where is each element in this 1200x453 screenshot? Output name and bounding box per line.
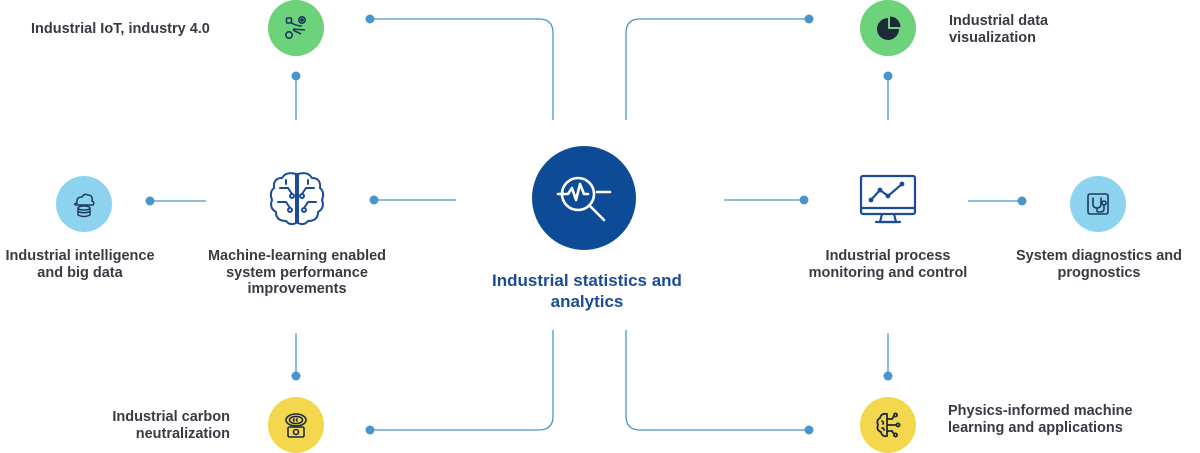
label-machine-learning: Machine-learning enabled system performa… xyxy=(207,248,387,297)
label-big-data: Industrial intelligence and big data xyxy=(5,248,155,281)
label-iot: Industrial IoT, industry 4.0 xyxy=(31,21,210,37)
carbon-coin-icon xyxy=(285,413,307,438)
connector-dot xyxy=(883,71,893,81)
node-data-visualization[interactable] xyxy=(860,0,916,56)
connector-center-iot xyxy=(370,18,554,120)
center-node[interactable] xyxy=(532,146,636,250)
label-data-visualization: Industrial data visualization xyxy=(949,13,1049,46)
connector-dot xyxy=(291,71,301,81)
node-machine-learning[interactable] xyxy=(262,164,332,234)
connector-dot xyxy=(365,14,375,24)
connector-dot xyxy=(799,195,809,205)
label-diagnostics: System diagnostics and prognostics xyxy=(1016,248,1182,281)
connector-dot xyxy=(1017,196,1027,206)
connector-dot xyxy=(804,425,814,435)
connector-dot xyxy=(145,196,155,206)
label-physics-ml: Physics-informed machine learning and ap… xyxy=(948,403,1133,436)
connector-center-carbon xyxy=(370,330,554,431)
monitor-line-chart-icon xyxy=(859,174,917,224)
connector-center-physics xyxy=(625,330,809,431)
label-carbon: Industrial carbon neutralization xyxy=(112,409,230,442)
center-title: Industrial statistics and analytics xyxy=(492,271,682,311)
stethoscope-icon xyxy=(1087,193,1109,215)
node-diagnostics[interactable] xyxy=(1070,176,1126,232)
iot-gears-icon xyxy=(285,15,306,39)
cloud-database-icon xyxy=(73,193,95,218)
connector-dot xyxy=(369,195,379,205)
physics-brain-icon xyxy=(876,412,901,438)
analytics-magnifier-icon xyxy=(556,176,612,222)
connector-dot xyxy=(365,425,375,435)
node-physics-ml[interactable] xyxy=(860,397,916,453)
connector-dot xyxy=(883,371,893,381)
node-carbon[interactable] xyxy=(268,397,324,453)
connector-center-dataviz xyxy=(625,18,809,120)
connector-dot xyxy=(291,371,301,381)
brain-circuit-icon xyxy=(269,172,325,226)
node-big-data[interactable] xyxy=(56,176,112,232)
pie-chart-icon xyxy=(877,16,901,40)
node-process-monitoring[interactable] xyxy=(852,164,924,236)
node-iot[interactable] xyxy=(268,0,324,56)
label-process-monitoring: Industrial process monitoring and contro… xyxy=(808,248,968,281)
connector-dot xyxy=(804,14,814,24)
